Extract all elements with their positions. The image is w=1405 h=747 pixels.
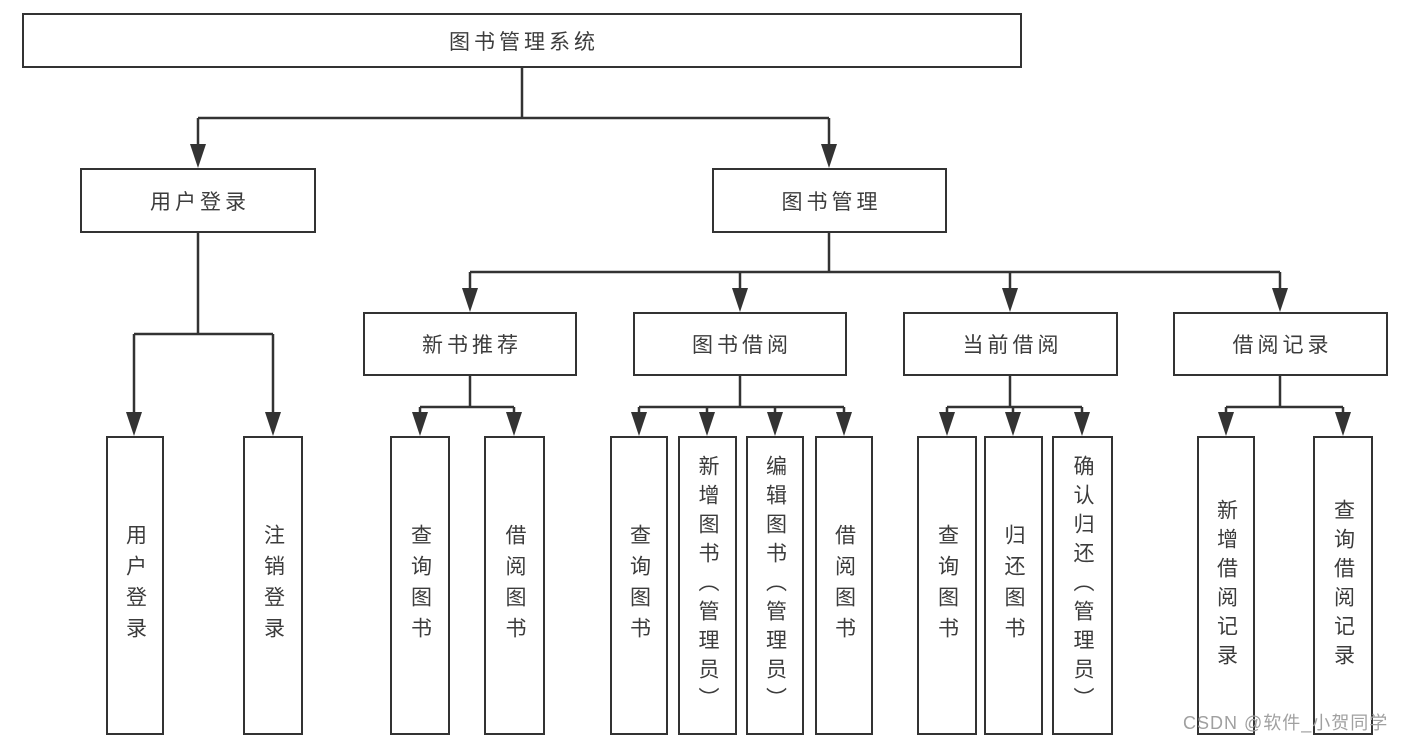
leaf-query-books-current: 查询图书 bbox=[917, 436, 977, 735]
node-borrowing-records: 借阅记录 bbox=[1173, 312, 1388, 376]
leaf-borrow-books-recommend: 借阅图书 bbox=[484, 436, 545, 735]
leaf-add-books-admin: 新增图书（管理员） bbox=[678, 436, 737, 735]
leaf-edit-books-admin: 编辑图书（管理员） bbox=[746, 436, 804, 735]
node-new-book-recommend: 新书推荐 bbox=[363, 312, 577, 376]
leaf-logout: 注销登录 bbox=[243, 436, 303, 735]
leaf-user-login: 用户登录 bbox=[106, 436, 164, 735]
node-book-borrowing: 图书借阅 bbox=[633, 312, 847, 376]
leaf-query-books-recommend: 查询图书 bbox=[390, 436, 450, 735]
node-book-management-system: 图书管理系统 bbox=[22, 13, 1022, 68]
node-book-management: 图书管理 bbox=[712, 168, 947, 233]
watermark: CSDN @软件_小贺同学 bbox=[1183, 713, 1389, 733]
leaf-borrow-books-borrowing: 借阅图书 bbox=[815, 436, 873, 735]
node-current-borrowing: 当前借阅 bbox=[903, 312, 1118, 376]
leaf-return-books: 归还图书 bbox=[984, 436, 1043, 735]
leaf-confirm-return-admin: 确认归还（管理员） bbox=[1052, 436, 1113, 735]
leaf-add-borrow-record: 新增借阅记录 bbox=[1197, 436, 1255, 735]
leaf-query-books-borrowing: 查询图书 bbox=[610, 436, 668, 735]
node-user-login: 用户登录 bbox=[80, 168, 316, 233]
arrowheads bbox=[126, 144, 1351, 436]
leaf-query-borrow-record: 查询借阅记录 bbox=[1313, 436, 1373, 735]
